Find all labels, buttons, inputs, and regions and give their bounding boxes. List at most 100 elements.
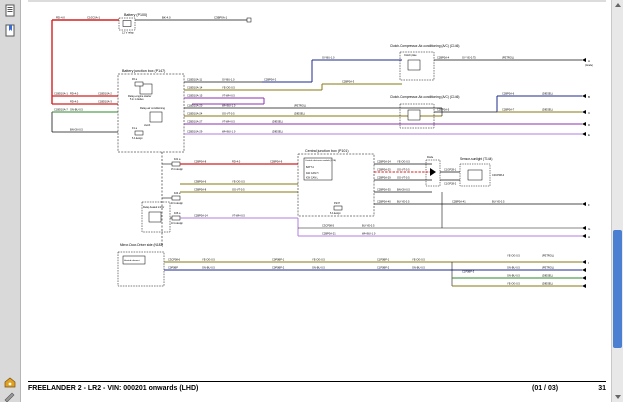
conn-c39: C3CP08-4 xyxy=(492,173,505,177)
tag-bu-2: BU-YE-0.5 xyxy=(492,200,505,204)
page-footer: FREELANDER 2 - LR2 - VIN: 000201 onwards… xyxy=(28,384,606,398)
comments-icon[interactable] xyxy=(3,392,17,402)
tag-gn-2: GN-BU-0.5 xyxy=(202,266,215,270)
bjb-box xyxy=(117,73,185,153)
clutch-lh-block: Clutch-Compressor-Air-conditioning (A/C)… xyxy=(390,44,459,81)
attachments-icon[interactable] xyxy=(3,376,17,390)
conn-c42: C0P0BP xyxy=(168,266,178,270)
tag-red-b1: RD-4.0 xyxy=(70,92,79,96)
relay-heated-block: Relay-heated mirror xyxy=(141,201,171,233)
fuse-f21-sub: 15 A design xyxy=(171,168,184,171)
tag-bn: BN-GN-0.5 xyxy=(70,128,83,132)
tag-petrol-3: (PETROL) xyxy=(542,254,554,258)
arrow-a xyxy=(582,58,586,62)
wiring-diagram: Battery (P100) 12 V relay RD-4.0 C10C0A-… xyxy=(28,0,606,288)
conn-c6: C1BD10A-11 xyxy=(187,78,203,82)
conn-c20: C2BP0A-3 xyxy=(342,80,355,84)
mirror-label: Mirror-Door-Driver side (N183) xyxy=(120,243,163,247)
bjb-relay2-symbol xyxy=(149,111,163,123)
tag-ye-2: YE-OG-0.5 xyxy=(232,180,245,184)
relay-heated-label: Relay-heated mirror xyxy=(143,206,164,209)
scroll-up-icon[interactable] xyxy=(612,0,623,10)
scroll-down-icon[interactable] xyxy=(612,392,623,402)
sensor-label: Sensor-sunlight (T144) xyxy=(460,157,492,161)
conn-c25: C2BP0A-8 xyxy=(194,160,207,164)
marker-d: D xyxy=(588,123,591,127)
tag-bn-2: BN-GN-0.5 xyxy=(397,188,410,192)
bjb-relay-symbol xyxy=(139,83,153,95)
conn-c44: C0P0BP-2 xyxy=(272,266,285,270)
footer-title: FREELANDER 2 - LR2 - VIN: 000201 onwards… xyxy=(28,385,199,392)
cjb-box xyxy=(297,153,375,217)
tag-og-4: OG-VT-0.5 xyxy=(397,176,410,180)
footer-rule xyxy=(28,381,606,382)
scrollbar-thumb[interactable] xyxy=(613,230,622,348)
conn-c23: C2BP0A-6 xyxy=(502,92,515,96)
conn-c11: C2BD10A-27 xyxy=(187,120,203,124)
battery-symbol xyxy=(122,20,132,27)
conn-c4: C1BD10A-3 xyxy=(98,100,112,104)
diode-label: Diode xyxy=(427,156,434,159)
bookmarks-icon[interactable] xyxy=(3,24,17,38)
tag-ye-5: YE-OG-0.5 xyxy=(312,258,325,262)
marker-b: B xyxy=(588,95,590,99)
clutch-rh-block: Clutch-Compressor-Air-conditioning (A/C)… xyxy=(390,95,459,129)
tag-vt-2: VT-WH-0.5 xyxy=(222,120,235,124)
bjb-relay-label: Relay-engine starter xyxy=(128,94,151,98)
tag-og-2: OG-VT-0.5 xyxy=(232,188,245,192)
fuse-f21 xyxy=(171,161,181,167)
tag-ye-8: YE-OG-0.5 xyxy=(507,282,520,286)
cjb-module xyxy=(303,157,333,181)
tag-gy-1: GY-BU-1.0 xyxy=(222,78,235,82)
tag-diesel-3: (DIESEL) xyxy=(272,130,283,134)
bjb-relay2-label: Relay-air conditioning xyxy=(140,106,165,110)
vertical-scrollbar[interactable] xyxy=(611,0,623,402)
conn-c8: C1BD10A-15 xyxy=(187,94,203,98)
clutch-rh-label: Clutch-Compressor-Air-conditioning (A/C)… xyxy=(390,95,459,99)
conn-c38: C1GP28-2 xyxy=(444,182,457,186)
conn-c22: C2BP0A-5 xyxy=(437,108,450,112)
fuse-fs37 xyxy=(333,205,343,211)
pages-icon[interactable] xyxy=(3,4,17,18)
diode-box xyxy=(425,159,441,187)
tag-wh-3: WH-BU-1.0 xyxy=(362,232,376,236)
tag-gn: GN-BU-0.5 xyxy=(70,108,83,112)
arrow-d xyxy=(582,122,586,126)
conn-c9: C1BD10A-20 xyxy=(187,104,203,108)
fuse-fs37-label: FS37 xyxy=(334,202,341,205)
tag-vt-1: VT-WH-0.5 xyxy=(222,94,235,98)
conn-c26: C2BP0A-9 xyxy=(270,160,283,164)
fuse-fs37-sub: 5 A design xyxy=(330,212,341,215)
arrow-l xyxy=(582,284,586,288)
marker-a-sub: (Grade) xyxy=(585,64,593,67)
arrow-e xyxy=(582,132,586,136)
mirror-box xyxy=(117,251,165,287)
bjb-block: Battery junction box (P147) Relay-engine… xyxy=(117,69,185,153)
conn-c12: C2BD10A-29 xyxy=(187,130,203,134)
tag-ye-4: YE-OG-0.5 xyxy=(202,258,215,262)
conn-c32: C2BP0A-25 xyxy=(377,168,391,172)
ground-terminal xyxy=(246,17,252,23)
tag-wh-1: WH-BU-1.0 xyxy=(222,104,236,108)
arrow-c xyxy=(582,110,586,114)
tag-gyye: GY-YE-0.75 xyxy=(462,56,476,60)
bjb-fuse-f6 xyxy=(134,81,144,87)
conn-c2: C1BD10A-1 xyxy=(54,92,68,96)
conn-c35: C2BP0A-40 xyxy=(377,200,391,204)
conn-c27: C3BP0A-6 xyxy=(194,180,207,184)
fuse-f24-block: F24 a 40 A design xyxy=(171,192,184,205)
document-page: Battery (P100) 12 V relay RD-4.0 C10C0A-… xyxy=(22,0,611,402)
cjb-ign2: IGN CAN L xyxy=(306,177,319,180)
tag-bu-3: BU-YE-0.5 xyxy=(362,224,375,228)
tag-ye-1: YE-OG-0.5 xyxy=(222,86,235,90)
conn-c34: C2BP0A-35 xyxy=(377,188,391,192)
conn-c47: C1P0BP-3 xyxy=(462,270,475,274)
battery-block: Battery (P100) 12 V relay xyxy=(118,13,147,35)
cjb-ign: IGN CAN H xyxy=(306,172,319,175)
fuse-f26-sub: 10 A design xyxy=(171,222,184,225)
bjb-fuse-f1-label: F1 a xyxy=(132,127,138,130)
diode-block: Diode xyxy=(425,156,441,187)
tag-red-b2: RD-4.0 xyxy=(70,100,79,104)
bjb-fuse-f6-label: F6 a xyxy=(132,78,138,81)
clutch-rh-coil xyxy=(407,109,421,121)
